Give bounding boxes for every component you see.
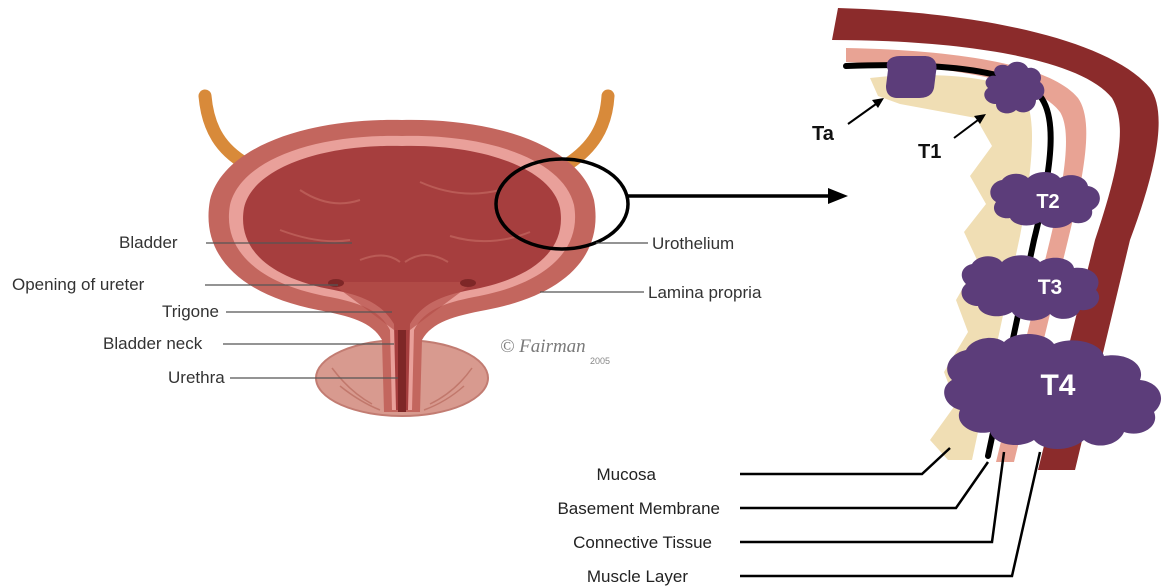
right-ureter-opening: [460, 279, 476, 287]
label-t3: T3: [1038, 276, 1063, 299]
label-opening-of-ureter: Opening of ureter: [12, 275, 145, 294]
label-bladder-neck: Bladder neck: [103, 334, 203, 353]
tumor-ta: [886, 56, 937, 98]
label-mucosa: Mucosa: [596, 465, 656, 484]
label-urethra: Urethra: [168, 368, 225, 387]
label-t1: T1: [918, 141, 941, 163]
bladder-illustration: © Fairman 2005 Bladder Opening of ureter…: [12, 96, 848, 416]
label-connective-tissue: Connective Tissue: [573, 533, 712, 552]
label-bladder: Bladder: [119, 233, 178, 252]
leader-mucosa: [740, 448, 950, 474]
leader-basement-membrane: [740, 462, 988, 508]
arrow-t1-line: [954, 120, 978, 138]
label-t4: T4: [1040, 369, 1075, 402]
signature-text: © Fairman: [500, 336, 586, 357]
urethra-channel: [398, 330, 406, 412]
label-t2: T2: [1036, 191, 1059, 213]
left-ureter-opening: [328, 279, 344, 287]
right-ureter: [568, 96, 608, 164]
label-urothelium: Urothelium: [652, 234, 734, 253]
label-trigone: Trigone: [162, 302, 219, 321]
label-lamina-propria: Lamina propria: [648, 283, 762, 302]
tumor-t3: [962, 255, 1100, 320]
zoom-arrow-head: [828, 188, 848, 204]
label-ta: Ta: [812, 123, 835, 145]
label-muscle-layer: Muscle Layer: [587, 567, 688, 586]
label-basement-membrane: Basement Membrane: [557, 499, 720, 518]
signature-year: 2005: [590, 356, 610, 366]
left-ureter: [205, 96, 246, 164]
arrow-ta-line: [848, 104, 876, 124]
